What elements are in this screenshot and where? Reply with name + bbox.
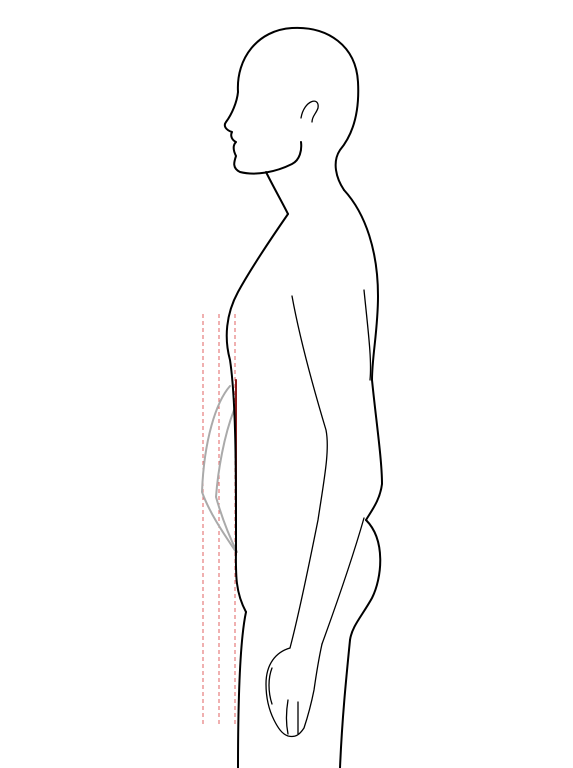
ear xyxy=(300,100,319,123)
head-outline xyxy=(236,26,360,191)
hand xyxy=(265,643,323,738)
arm xyxy=(265,289,372,738)
belly-profile-medium xyxy=(215,409,238,553)
thumb xyxy=(268,667,273,705)
legs xyxy=(237,611,351,768)
head xyxy=(223,26,360,215)
torso xyxy=(225,189,383,641)
finger-line-1 xyxy=(285,699,289,735)
reference-lines xyxy=(202,314,236,724)
back-line xyxy=(343,189,383,521)
arm-front-line xyxy=(289,295,328,649)
front-leg-line xyxy=(237,611,247,768)
buttocks xyxy=(349,519,382,641)
belly-profile-large xyxy=(201,385,237,553)
back-leg-line xyxy=(339,639,351,768)
chest-and-belly-front xyxy=(225,213,289,613)
arm-back-line xyxy=(363,289,372,381)
forearm-back-line xyxy=(321,517,365,645)
neck-front xyxy=(265,171,289,215)
face-profile xyxy=(223,91,303,175)
